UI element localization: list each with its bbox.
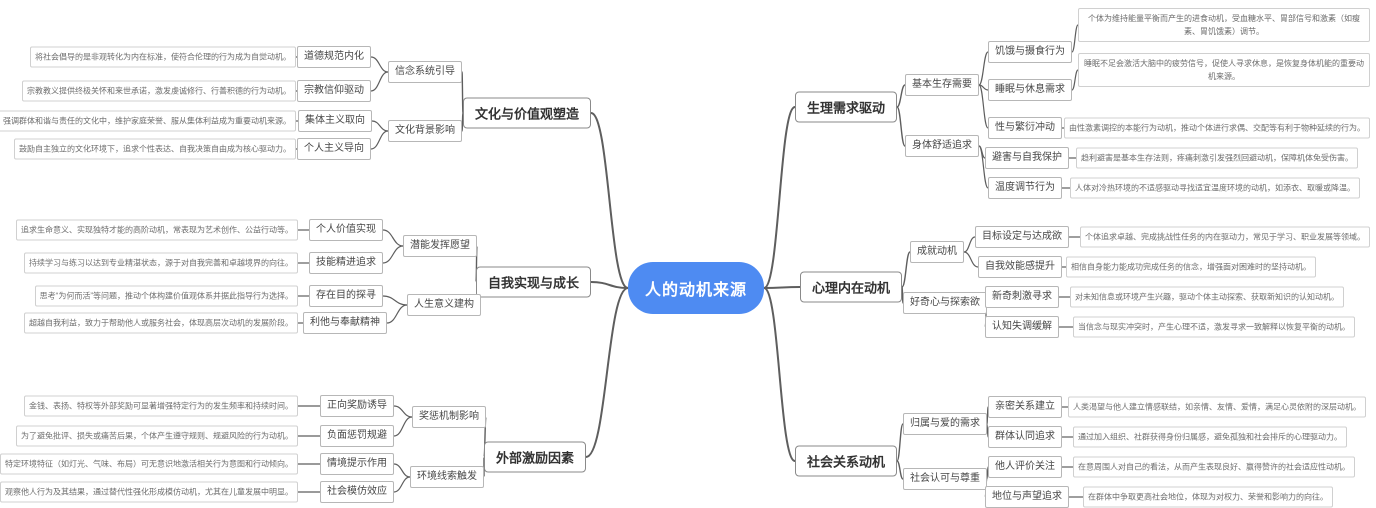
- detail-harm-avoidance-self-protection[interactable]: 趋利避害是基本生存法则，疼痛刺激引发强烈回避动机，保障机体免受伤害。: [1076, 147, 1358, 169]
- detail-group-identity-seeking[interactable]: 通过加入组织、社群获得身份归属感，避免孤独和社会排斥的心理驱动力。: [1073, 426, 1347, 448]
- node-personal-value-realization[interactable]: 个人价值实现: [309, 219, 383, 241]
- branch-external-incentives[interactable]: 外部激励因素: [483, 441, 586, 473]
- node-skill-mastery-pursuit[interactable]: 技能精进追求: [309, 252, 383, 274]
- node-others-evaluation-concern[interactable]: 他人评价关注: [988, 456, 1062, 478]
- detail-existential-purpose-search[interactable]: 思考“为何而活”等问题，推动个体构建价值观体系并据此指导行为选择。: [34, 285, 298, 307]
- branch-self-actualization-growth[interactable]: 自我实现与成长: [475, 266, 591, 298]
- branch-culture-values[interactable]: 文化与价值观塑造: [462, 97, 591, 129]
- detail-temperature-regulation[interactable]: 人体对冷热环境的不适感驱动寻找适宜温度环境的动机，如添衣、取暖或降温。: [1070, 177, 1360, 199]
- detail-altruism-dedication[interactable]: 超越自我利益，致力于帮助他人或服务社会，体现高层次动机的发展阶段。: [24, 312, 298, 334]
- node-novelty-seeking[interactable]: 新奇刺激寻求: [985, 286, 1059, 308]
- branch-physiological-drive[interactable]: 生理需求驱动: [795, 91, 898, 123]
- node-environmental-cue-trigger[interactable]: 环境线索触发: [410, 466, 484, 488]
- node-harm-avoidance-self-protection[interactable]: 避害与自我保护: [985, 147, 1069, 169]
- detail-intimacy-building[interactable]: 人类渴望与他人建立情感联结，如亲情、友情、爱情，满足心灵依附的深层动机。: [1068, 396, 1366, 418]
- node-goal-setting-desire[interactable]: 目标设定与达成欲: [975, 226, 1069, 248]
- node-life-meaning-construction[interactable]: 人生意义建构: [407, 294, 481, 316]
- detail-self-efficacy-boost[interactable]: 相信自身能力能成功完成任务的信念，增强面对困难时的坚持动机。: [1066, 256, 1316, 278]
- detail-individualism-orientation[interactable]: 鼓励自主独立的文化环境下，追求个性表达、自我决策自由成为核心驱动力。: [14, 138, 296, 160]
- detail-sleep-rest-need[interactable]: 睡眠不足会激活大脑中的疲劳信号，促使人寻求休息，是恢复身体机能的重要动机来源。: [1078, 53, 1370, 87]
- detail-personal-value-realization[interactable]: 追求生命意义、实现独特才能的高阶动机，常表现为艺术创作、公益行动等。: [16, 219, 298, 241]
- detail-moral-norm-internalization[interactable]: 将社会倡导的是非观转化为内在标准，使符合伦理的行为成为自觉动机。: [30, 46, 296, 68]
- branch-intrinsic-psychological[interactable]: 心理内在动机: [800, 271, 903, 303]
- detail-skill-mastery-pursuit[interactable]: 持续学习与练习以达到专业精湛状态，源于对自我完善和卓越境界的向往。: [24, 252, 298, 274]
- detail-negative-punishment-avoidance[interactable]: 为了避免批评、损失或痛苦后果，个体产生遵守规则、规避风险的行为动机。: [16, 425, 298, 447]
- node-self-efficacy-boost[interactable]: 自我效能感提升: [978, 256, 1062, 278]
- node-temperature-regulation[interactable]: 温度调节行为: [988, 177, 1062, 199]
- node-individualism-orientation[interactable]: 个人主义导向: [297, 138, 371, 160]
- node-cultural-background-influence[interactable]: 文化背景影响: [388, 120, 462, 142]
- node-cognitive-dissonance-relief[interactable]: 认知失调缓解: [985, 316, 1059, 338]
- node-moral-norm-internalization[interactable]: 道德规范内化: [297, 46, 371, 68]
- node-belief-system-guidance[interactable]: 信念系统引导: [388, 61, 462, 83]
- detail-cognitive-dissonance-relief[interactable]: 当信念与现实冲突时，产生心理不适，激发寻求一致解释以恢复平衡的动机。: [1073, 316, 1355, 338]
- detail-collectivism-orientation[interactable]: 强调群体和谐与责任的文化中，维护家庭荣誉、服从集体利益成为重要动机来源。: [0, 110, 296, 132]
- detail-hunger-feeding[interactable]: 个体为维持能量平衡而产生的进食动机，受血糖水平、胃部信号和激素（如瘦素、胃饥饿素…: [1078, 8, 1370, 42]
- node-existential-purpose-search[interactable]: 存在目的探寻: [309, 285, 383, 307]
- node-social-imitation-effect[interactable]: 社会模仿效应: [320, 481, 394, 503]
- branch-social-relationship[interactable]: 社会关系动机: [795, 445, 898, 477]
- detail-sex-reproduction-drive[interactable]: 由性激素调控的本能行为动机，推动个体进行求偶、交配等有利于物种延续的行为。: [1064, 117, 1370, 139]
- detail-goal-setting-desire[interactable]: 个体追求卓越、完成挑战性任务的内在驱动力，常见于学习、职业发展等领域。: [1080, 226, 1370, 248]
- node-positive-reward-inducement[interactable]: 正向奖励诱导: [320, 395, 394, 417]
- node-reward-punishment-influence[interactable]: 奖惩机制影响: [412, 406, 486, 428]
- node-basic-survival-needs[interactable]: 基本生存需要: [905, 74, 979, 96]
- node-sleep-rest-need[interactable]: 睡眠与休息需求: [988, 79, 1072, 101]
- node-intimacy-building[interactable]: 亲密关系建立: [988, 396, 1062, 418]
- node-sex-reproduction-drive[interactable]: 性与繁衍冲动: [988, 117, 1062, 139]
- node-situational-cue-effect[interactable]: 情境提示作用: [320, 453, 394, 475]
- detail-situational-cue-effect[interactable]: 特定环境特征（如灯光、气味、布局）可无意识地激活相关行为意图和行动倾向。: [0, 453, 298, 475]
- node-religious-faith-drive[interactable]: 宗教信仰驱动: [297, 80, 371, 102]
- node-potential-fulfillment-wish[interactable]: 潜能发挥愿望: [403, 235, 477, 257]
- node-curiosity-exploration[interactable]: 好奇心与探索欲: [903, 292, 987, 314]
- node-group-identity-seeking[interactable]: 群体认同追求: [988, 426, 1062, 448]
- node-status-prestige-seeking[interactable]: 地位与声望追求: [985, 486, 1069, 508]
- detail-religious-faith-drive[interactable]: 宗教教义提供终极关怀和来世承诺，激发虔诚修行、行善积德的行为动机。: [22, 80, 296, 102]
- node-altruism-dedication[interactable]: 利他与奉献精神: [303, 312, 387, 334]
- node-negative-punishment-avoidance[interactable]: 负面惩罚规避: [320, 425, 394, 447]
- detail-positive-reward-inducement[interactable]: 金钱、表扬、特权等外部奖励可显著增强特定行为的发生频率和持续时间。: [24, 395, 298, 417]
- center-topic[interactable]: 人的动机来源: [628, 262, 765, 314]
- node-body-comfort-seeking[interactable]: 身体舒适追求: [905, 135, 979, 157]
- node-social-recognition-esteem[interactable]: 社会认可与尊重: [903, 468, 987, 490]
- detail-social-imitation-effect[interactable]: 观察他人行为及其结果，通过替代性强化形成模仿动机，尤其在儿童发展中明显。: [0, 481, 298, 503]
- detail-novelty-seeking[interactable]: 对未知信息或环境产生兴趣，驱动个体主动探索、获取新知识的认知动机。: [1070, 286, 1344, 308]
- detail-others-evaluation-concern[interactable]: 在意周围人对自己的看法，从而产生表现良好、赢得赞许的社会适应性动机。: [1073, 456, 1355, 478]
- detail-status-prestige-seeking[interactable]: 在群体中争取更高社会地位，体现为对权力、荣誉和影响力的向往。: [1083, 486, 1333, 508]
- node-belonging-love-need[interactable]: 归属与爱的需求: [903, 413, 987, 435]
- node-achievement-motivation[interactable]: 成就动机: [910, 241, 964, 263]
- node-collectivism-orientation[interactable]: 集体主义取向: [298, 110, 372, 132]
- node-hunger-feeding[interactable]: 饥饿与摄食行为: [988, 41, 1072, 63]
